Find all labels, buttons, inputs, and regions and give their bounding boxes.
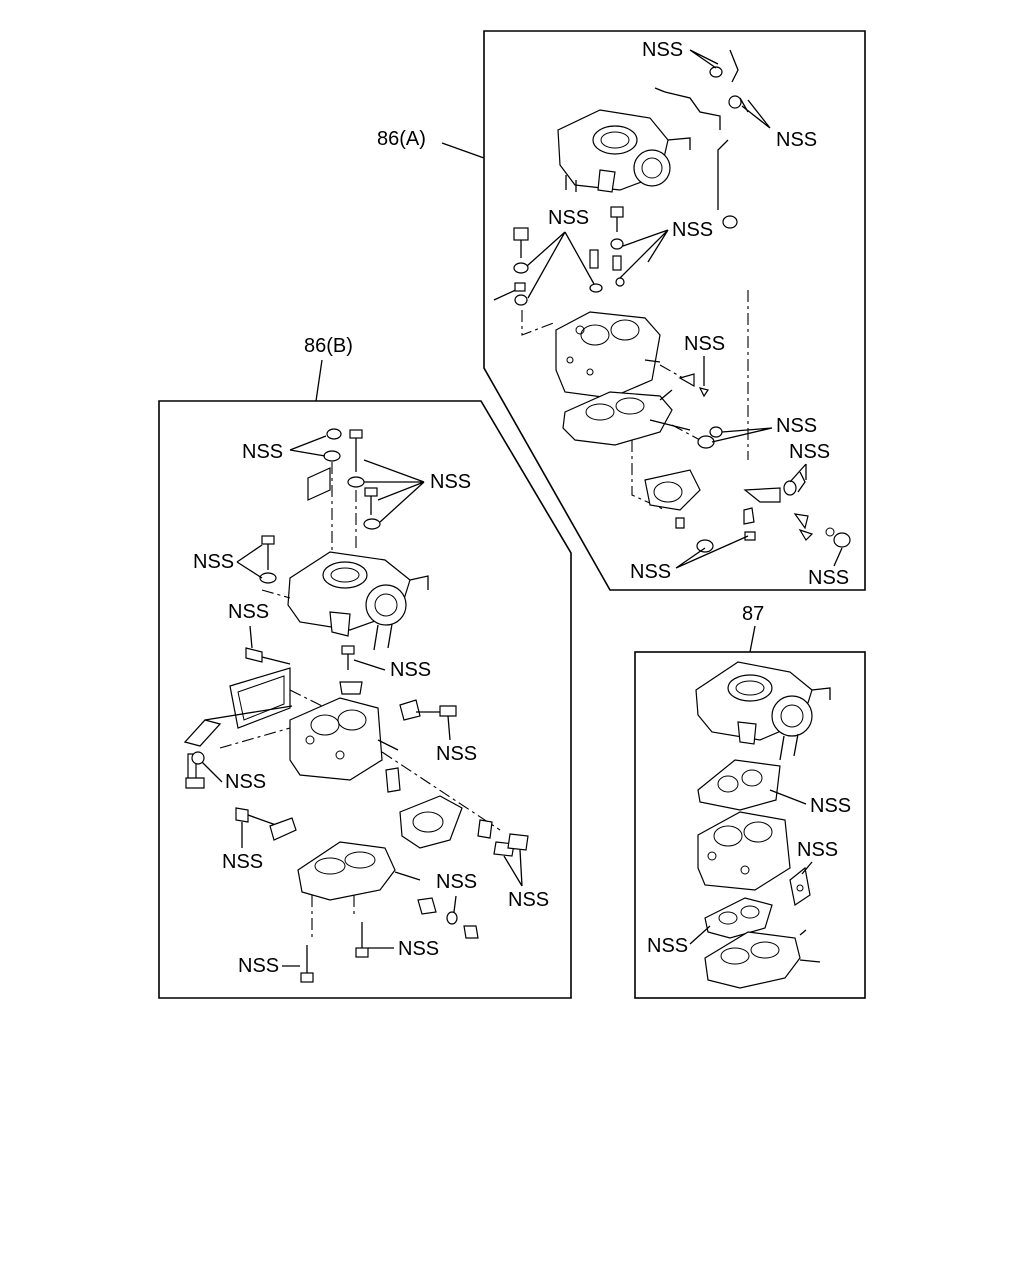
nss-label: NSS <box>808 567 849 589</box>
carburetor-top-87 <box>695 661 831 761</box>
panel-86a: 86(A) <box>377 30 866 591</box>
throttle-base-86b <box>297 841 421 901</box>
nss-label: NSS <box>797 839 838 861</box>
panel-86a-frame <box>483 30 866 591</box>
carburetor-top-86b <box>287 551 429 651</box>
nss-label: NSS <box>642 39 683 61</box>
nss-label: NSS <box>242 441 283 463</box>
gasket-upper-87 <box>697 759 781 811</box>
gasket-lower-87 <box>704 897 773 939</box>
nss-label: NSS <box>193 551 234 573</box>
carburetor-body-86a <box>555 311 661 399</box>
nss-label: NSS <box>238 955 279 977</box>
nss-label: NSS <box>630 561 671 583</box>
nss-label: NSS <box>436 871 477 893</box>
callout-87: 87 <box>742 603 764 625</box>
nss-label: NSS <box>684 333 725 355</box>
panel-86b-frame <box>158 400 572 999</box>
carburetor-body-86b <box>289 697 399 781</box>
carburetor-top-86a <box>557 109 691 193</box>
nss-label: NSS <box>789 441 830 463</box>
panel-86b: 86(B) <box>158 335 572 999</box>
nss-label: NSS <box>225 771 266 793</box>
nss-label: NSS <box>430 471 471 493</box>
panel-87: 87 <box>634 603 866 999</box>
nss-label: NSS <box>228 601 269 623</box>
nss-label: NSS <box>222 851 263 873</box>
carburetor-body-87 <box>697 811 791 891</box>
nss-label: NSS <box>647 935 688 957</box>
throttle-base-86a <box>562 389 691 446</box>
nss-label: NSS <box>390 659 431 681</box>
nss-label: NSS <box>672 219 713 241</box>
callout-86a: 86(A) <box>377 128 426 150</box>
nss-label: NSS <box>776 415 817 437</box>
nss-label: NSS <box>508 889 549 911</box>
nss-label: NSS <box>436 743 477 765</box>
nss-label: NSS <box>776 129 817 151</box>
nss-label: NSS <box>810 795 851 817</box>
callout-86b: 86(B) <box>304 335 353 357</box>
throttle-base-87 <box>704 929 821 989</box>
nss-label: NSS <box>398 938 439 960</box>
nss-label: NSS <box>548 207 589 229</box>
